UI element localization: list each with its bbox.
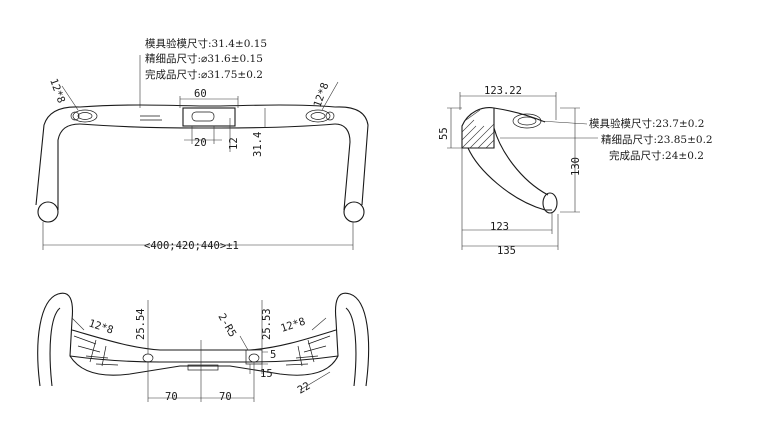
side-dim-130: 130 bbox=[570, 157, 582, 176]
side-dim-55-lines bbox=[447, 107, 462, 149]
side-dim-130-lines bbox=[560, 107, 580, 213]
side-dim-top-lines bbox=[459, 92, 557, 120]
top-dim-slot-lines bbox=[249, 351, 268, 374]
front-bar-bottom bbox=[79, 123, 336, 129]
top-dim-5: 5 bbox=[270, 349, 276, 361]
front-dim-60: 60 bbox=[194, 88, 207, 100]
front-bolt-leaders bbox=[61, 81, 339, 111]
top-grip-left bbox=[73, 335, 119, 367]
side-callout-leaders bbox=[500, 120, 598, 139]
front-dim-12: 12 bbox=[228, 137, 240, 150]
side-clamp-section bbox=[461, 107, 495, 149]
front-bolt-right-label: 12*8 bbox=[312, 81, 332, 109]
side-view: 模具验模尺寸:23.7±0.2 精细品尺寸:23.85±0.2 完成品尺寸:24… bbox=[438, 85, 713, 257]
front-dim-20: 20 bbox=[194, 137, 207, 149]
front-left-bolt-inner bbox=[77, 112, 93, 120]
top-dim-22: 22 bbox=[296, 380, 313, 397]
top-dim-2553: 25.53 bbox=[261, 308, 273, 340]
top-dim-70-lines bbox=[147, 340, 255, 402]
front-left-drop-outer bbox=[35, 106, 81, 206]
front-width-label: <400;420;440>±1 bbox=[144, 240, 239, 252]
front-clamp-marks bbox=[140, 115, 162, 121]
front-right-drop-inner bbox=[334, 123, 351, 211]
side-curve-inner bbox=[493, 127, 549, 196]
top-outline-inner bbox=[49, 307, 357, 387]
top-dim-70-left: 70 bbox=[165, 391, 178, 403]
front-callout-line3: 完成品尺寸:⌀31.75±0.2 bbox=[145, 68, 263, 81]
front-right-drop-outer bbox=[334, 106, 369, 206]
top-inner-curve bbox=[71, 329, 337, 351]
front-dim-60-lines bbox=[179, 96, 239, 108]
front-clamp-hole bbox=[191, 111, 215, 122]
top-view: 12*8 12*8 25.54 25.53 2-R5 5 15 70 70 22 bbox=[37, 292, 370, 403]
side-dim-135-lines bbox=[462, 214, 559, 250]
top-bolt-left-label: 12*8 bbox=[87, 317, 115, 336]
front-bar-top bbox=[79, 104, 336, 108]
top-outline-outer bbox=[37, 292, 370, 387]
side-hood-inner bbox=[517, 116, 537, 126]
side-clamp-hatch bbox=[461, 109, 495, 149]
front-callout-line1: 模具验模尺寸:31.4±0.15 bbox=[145, 37, 267, 50]
side-end bbox=[542, 192, 558, 214]
front-clamp bbox=[182, 107, 236, 127]
top-lower-curve bbox=[69, 355, 339, 363]
front-view: 模具验模尺寸:31.4±0.15 精细品尺寸:⌀31.6±0.15 完成品尺寸:… bbox=[35, 37, 369, 252]
top-hole-right bbox=[248, 353, 260, 363]
side-callout-line3: 完成品尺寸:24±0.2 bbox=[609, 149, 704, 162]
side-dim-55: 55 bbox=[438, 127, 450, 140]
side-curve-outer bbox=[467, 107, 552, 211]
top-bolt-right-label: 12*8 bbox=[279, 316, 307, 335]
top-clamp-tab bbox=[187, 364, 219, 371]
top-dim-22-line bbox=[299, 371, 331, 391]
top-dim-2554: 25.54 bbox=[135, 308, 147, 340]
side-dim-123: 123 bbox=[490, 221, 509, 233]
side-callout-line1: 模具验模尺寸:23.7±0.2 bbox=[589, 117, 704, 130]
front-left-bolt-outer bbox=[72, 109, 98, 123]
front-bolt-left-label: 12*8 bbox=[47, 77, 67, 105]
front-left-drop-inner bbox=[57, 123, 81, 210]
front-left-bolt-end bbox=[70, 111, 80, 121]
side-dim-135: 135 bbox=[497, 245, 516, 257]
front-width-lines bbox=[42, 222, 354, 250]
side-callout-line2: 精细品尺寸:23.85±0.2 bbox=[601, 133, 713, 146]
top-hole-left bbox=[142, 353, 154, 363]
front-right-bolt-end bbox=[325, 111, 335, 121]
top-dim-15: 15 bbox=[260, 368, 273, 380]
side-dim-123-lines bbox=[461, 148, 553, 250]
side-dim-top: 123.22 bbox=[484, 85, 522, 97]
top-bolt-left-leader bbox=[71, 317, 85, 331]
top-dim-r5: 2-R5 bbox=[215, 312, 238, 340]
front-dim-314: 31.4 bbox=[252, 132, 264, 157]
top-grip-right bbox=[285, 335, 331, 367]
top-dim-70-right: 70 bbox=[219, 391, 232, 403]
front-right-bolt-inner bbox=[310, 112, 326, 120]
front-right-end bbox=[343, 201, 365, 223]
front-dim-20-lines bbox=[184, 126, 222, 144]
top-bolt-right-leader bbox=[311, 317, 327, 331]
front-right-bolt-outer bbox=[305, 109, 331, 123]
top-dim-r5-leader bbox=[239, 335, 249, 351]
front-left-end bbox=[37, 201, 59, 223]
front-callout-line2: 精细品尺寸:⌀31.6±0.15 bbox=[145, 52, 263, 65]
